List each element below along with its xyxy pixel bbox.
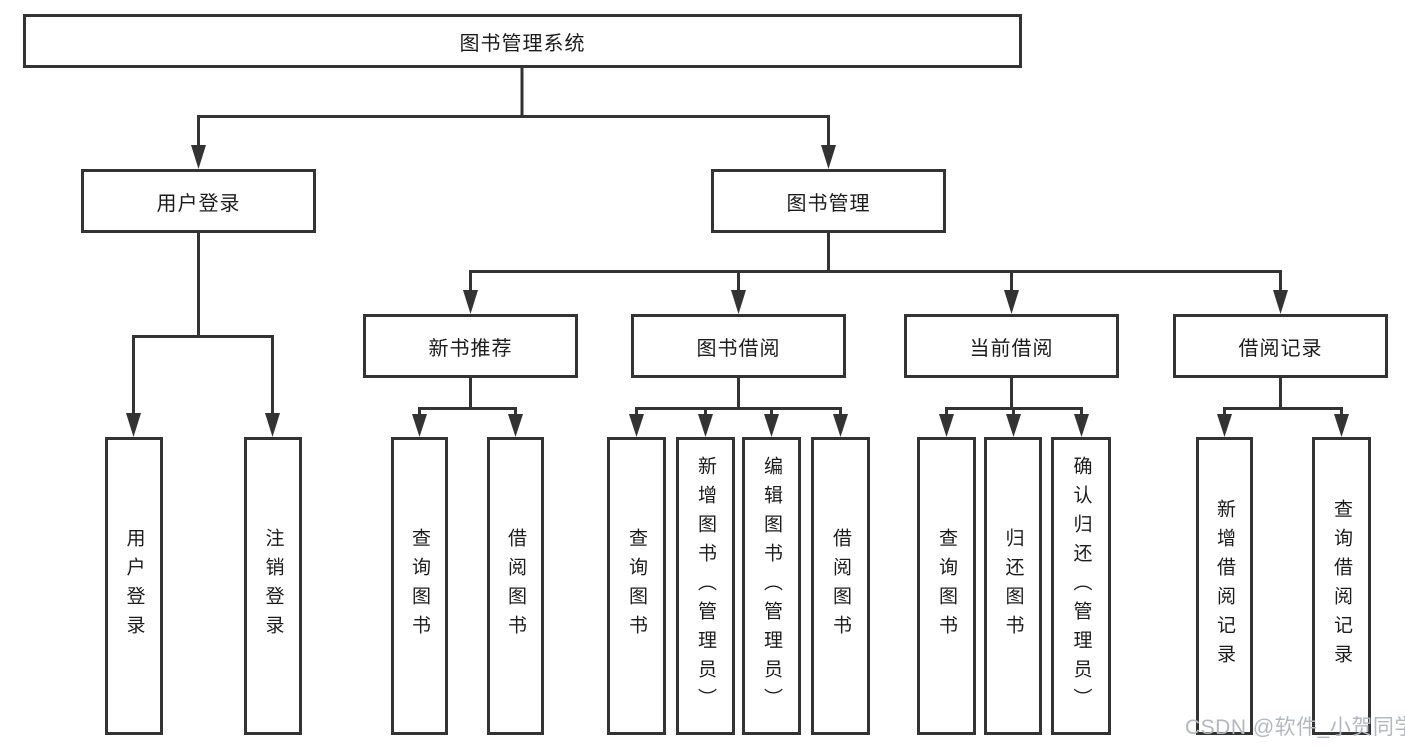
branch-book-borrow [629, 378, 848, 437]
node-label: 用户登录 [156, 192, 241, 215]
arrowhead-icon [463, 290, 478, 314]
node-book-management: 图书管理 [711, 169, 946, 233]
arrowhead-icon [764, 414, 779, 437]
arrowhead-icon [1006, 414, 1021, 437]
leaf-borrow-books: 借阅图书 [811, 437, 870, 735]
branch-borrow-records [1217, 378, 1349, 437]
node-label: 用户登录 [123, 528, 145, 644]
node-current-borrow: 当前借阅 [904, 314, 1119, 378]
arrowhead-icon [1004, 290, 1019, 314]
node-user-login: 用户登录 [81, 169, 316, 233]
arrowhead-icon [1273, 290, 1288, 314]
arrowhead-icon [629, 414, 644, 437]
branch-book-management [463, 233, 1288, 314]
node-label: 查询借阅记录 [1331, 499, 1352, 673]
leaf-confirm-return-admin: 确认归还（管理员） [1051, 437, 1111, 735]
leaf-query-books-borrow: 查询图书 [607, 437, 666, 735]
node-label: 借阅图书 [830, 528, 851, 644]
leaf-return-books: 归还图书 [984, 437, 1042, 735]
node-borrow-records: 借阅记录 [1173, 314, 1388, 378]
arrowhead-icon [698, 414, 713, 437]
watermark: CSDN @软件_小贺同学 [1185, 716, 1405, 739]
arrowhead-icon [833, 414, 848, 437]
leaf-logout: 注销登录 [244, 437, 302, 735]
node-new-book-recommend: 新书推荐 [363, 314, 578, 378]
leaf-query-borrow-record: 查询借阅记录 [1312, 437, 1371, 735]
node-label: 查询图书 [626, 528, 647, 644]
node-label: 图书管理 [786, 192, 871, 215]
node-library-system: 图书管理系统 [23, 14, 1022, 68]
node-label: 归还图书 [1002, 528, 1024, 644]
node-label: 新增图书（管理员） [695, 455, 716, 717]
node-label: 查询图书 [936, 528, 957, 644]
node-label: 确认归还（管理员） [1070, 455, 1092, 717]
branch-current-borrow [939, 378, 1089, 437]
node-label: 注销登录 [262, 528, 284, 644]
arrowhead-icon [731, 290, 746, 314]
arrowhead-icon [412, 414, 427, 437]
leaf-add-borrow-record: 新增借阅记录 [1196, 437, 1253, 735]
branch-root [191, 67, 836, 169]
leaf-query-books-current: 查询图书 [917, 437, 976, 735]
node-label: 图书借阅 [696, 337, 781, 360]
leaf-edit-books-admin: 编辑图书（管理员） [742, 437, 801, 735]
node-label: 借阅图书 [505, 528, 526, 644]
arrowhead-icon [939, 414, 954, 437]
leaf-add-books-admin: 新增图书（管理员） [676, 437, 735, 735]
node-label: 图书管理系统 [459, 32, 586, 55]
branch-user-login [126, 233, 280, 437]
arrowhead-icon [126, 413, 141, 437]
leaf-user-login: 用户登录 [105, 437, 163, 735]
branch-new-book-recommend [412, 378, 523, 437]
node-label: 新增借阅记录 [1214, 499, 1235, 673]
node-label: 查询图书 [409, 528, 430, 644]
arrowhead-icon [1074, 414, 1089, 437]
node-label: 新书推荐 [428, 337, 513, 360]
arrowhead-icon [265, 413, 280, 437]
node-label: 编辑图书（管理员） [761, 455, 782, 717]
leaf-borrow-books-recommend: 借阅图书 [487, 437, 544, 735]
arrowhead-icon [821, 145, 836, 169]
arrowhead-icon [191, 145, 206, 169]
arrowhead-icon [1334, 414, 1349, 437]
node-label: 借阅记录 [1238, 337, 1323, 360]
leaf-query-books-recommend: 查询图书 [391, 437, 448, 735]
arrowhead-icon [1217, 414, 1232, 437]
arrowhead-icon [508, 414, 523, 437]
node-label: 当前借阅 [969, 337, 1054, 360]
node-book-borrow: 图书借阅 [631, 314, 846, 378]
